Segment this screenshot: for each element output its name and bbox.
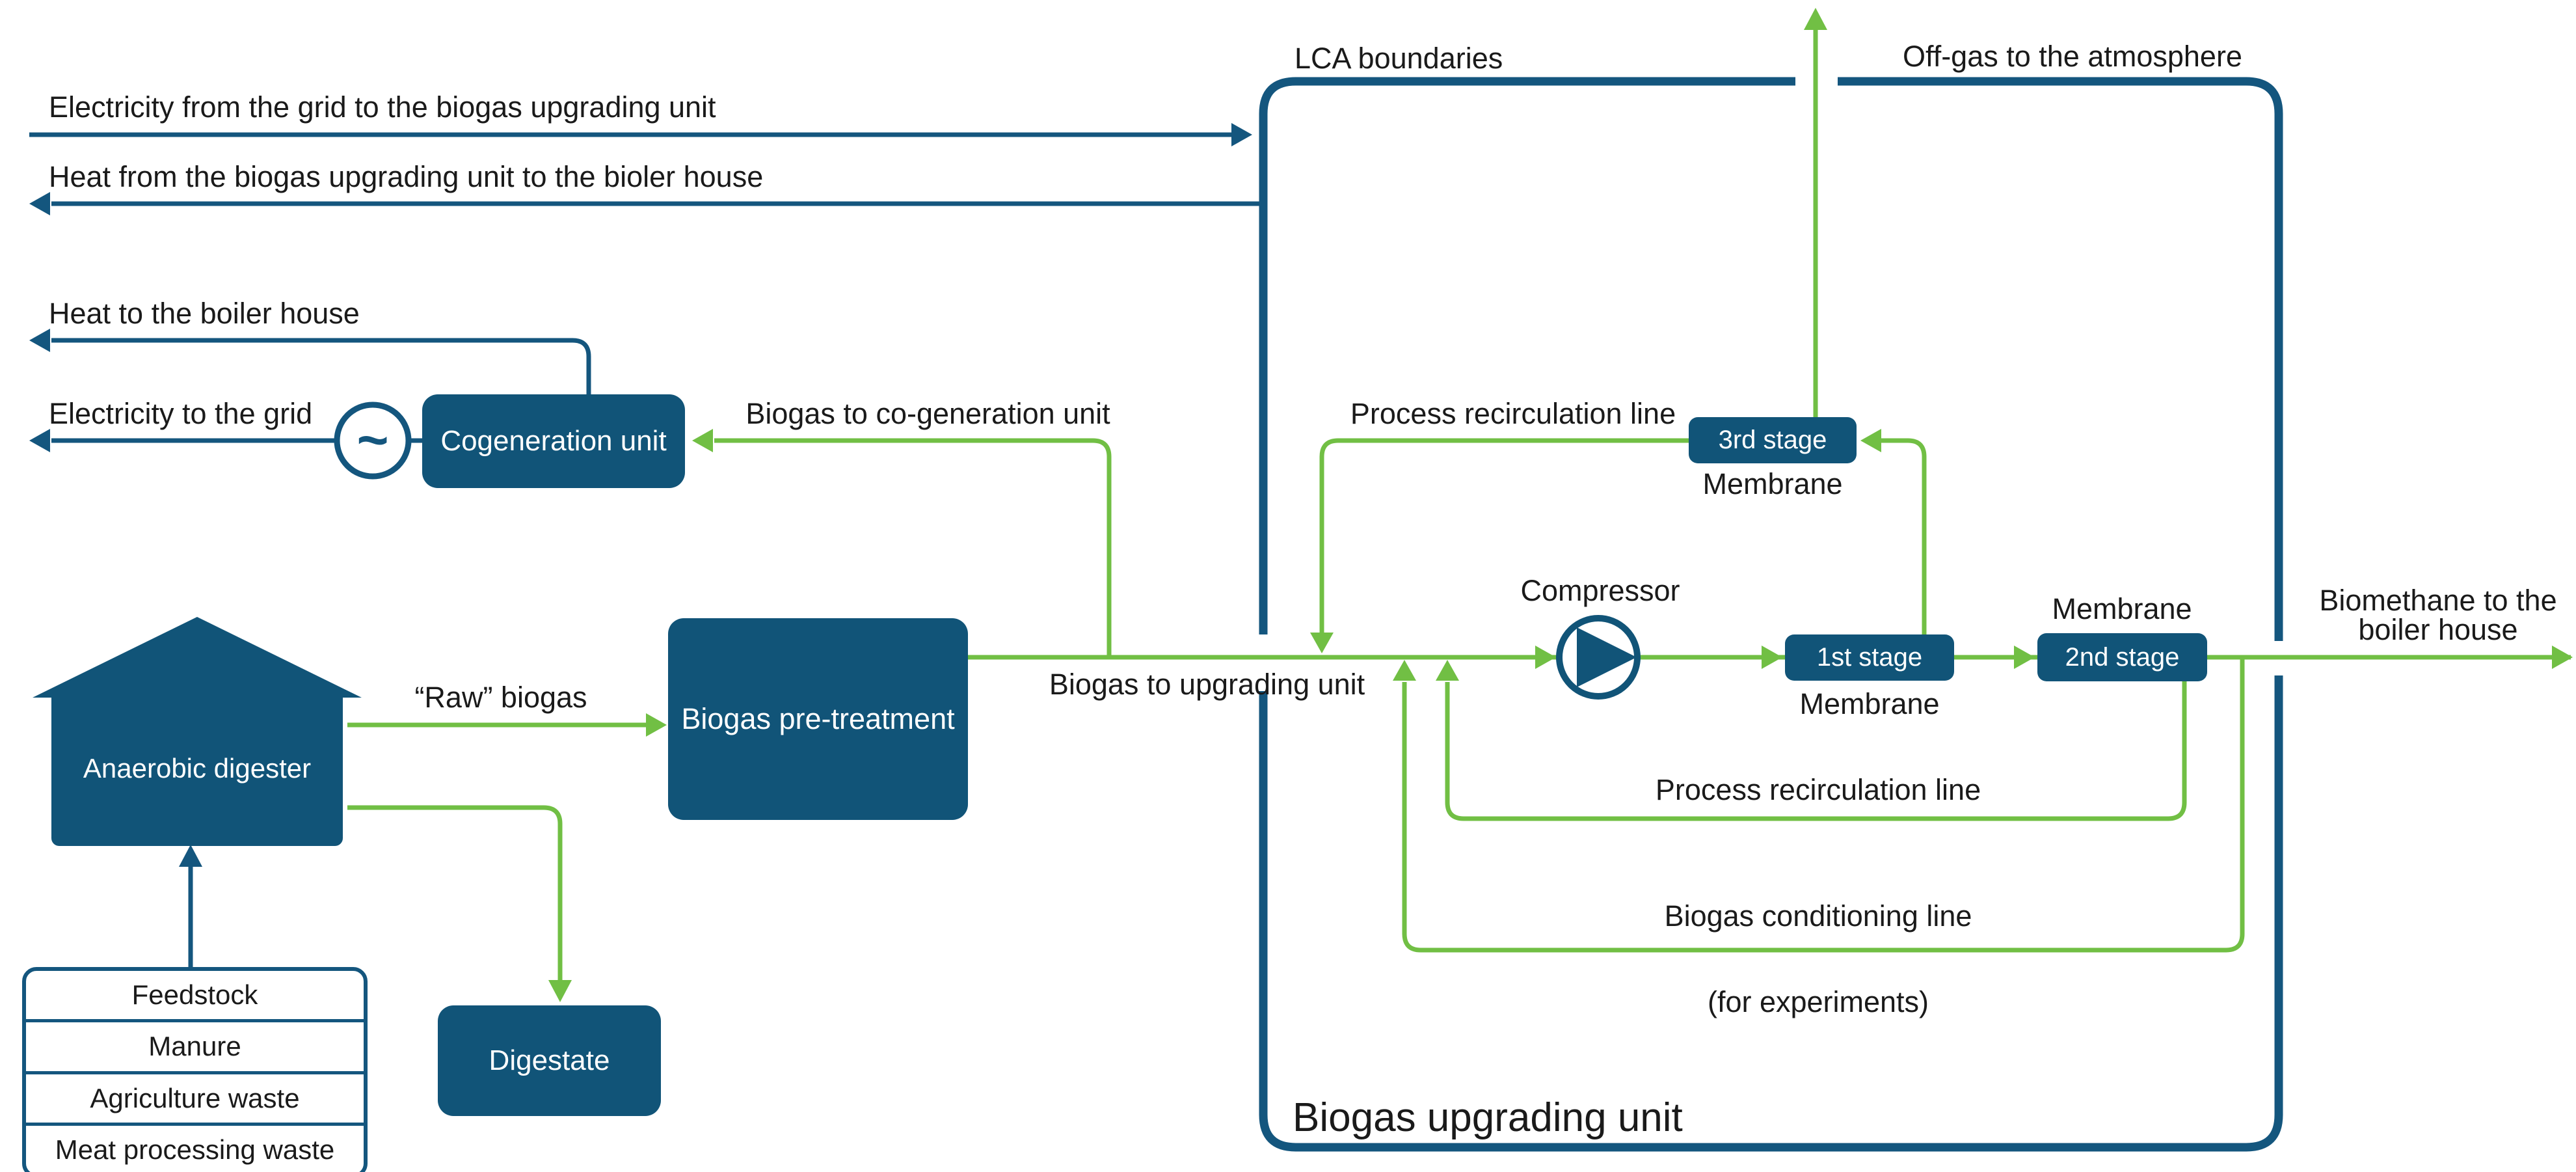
- lca-boundary-top-right: [1838, 77, 2283, 641]
- arrow-right-icon: [1535, 646, 1556, 669]
- arrow-down-icon: [1310, 633, 1334, 653]
- arrow-right-icon: [2552, 646, 2573, 669]
- node-membrane-stage2: 2nd stage: [2037, 633, 2207, 681]
- arrow-right-icon: [1231, 123, 1252, 146]
- arrow-up-icon: [1436, 660, 1459, 681]
- stage3-label: 3rd stage: [1718, 426, 1827, 454]
- arrow-left-icon: [29, 429, 50, 452]
- arrow-left-icon: [692, 429, 713, 452]
- lca-boundary-bottom: [1259, 675, 2283, 1152]
- green-flow-lines: [347, 29, 2571, 981]
- stage1-to-stage3-line: [1868, 438, 1927, 634]
- generator-symbol: ~: [356, 409, 389, 470]
- arrow-left-icon: [29, 192, 50, 215]
- label-biogas-to-cogen: Biogas to co-generation unit: [745, 397, 1110, 430]
- node-cogeneration-unit: Cogeneration unit: [422, 394, 685, 488]
- arrow-right-icon: [1762, 646, 1782, 669]
- label-electricity-in: Electricity from the grid to the biogas …: [49, 90, 716, 124]
- label-recirculation-top: Process recirculation line: [1350, 397, 1676, 430]
- digestate-line: [347, 805, 563, 981]
- feedstock-row: Agriculture waste: [26, 1070, 364, 1123]
- node-biogas-pretreatment-label: Biogas pre-treatment: [681, 702, 955, 735]
- compressor-triangle: [1577, 627, 1637, 687]
- label-biogas-to-upgrading: Biogas to upgrading unit: [1049, 668, 1365, 701]
- label-compressor: Compressor: [1520, 574, 1680, 607]
- feedstock-row: Meat processing waste: [26, 1122, 364, 1172]
- lca-boundary-top-left: [1259, 77, 1795, 634]
- label-electricity-to-grid: Electricity to the grid: [49, 397, 313, 430]
- feedstock-row: Manure: [26, 1019, 364, 1070]
- node-anaerobic-digester: Anaerobic digester: [51, 691, 343, 846]
- node-anaerobic-digester-label: Anaerobic digester: [83, 753, 312, 784]
- node-cogeneration-unit-label: Cogeneration unit: [440, 425, 667, 457]
- label-conditioning-note: (for experiments): [1707, 985, 1929, 1018]
- heat-to-boiler-line: [51, 338, 591, 394]
- digester-roof-icon: [33, 617, 362, 698]
- generator-icon: [334, 402, 412, 480]
- label-membrane-stage2: Membrane: [2052, 592, 2192, 625]
- label-conditioning: Biogas conditioning line: [1664, 899, 1972, 933]
- label-heat-to-boiler: Heat to the boiler house: [49, 297, 360, 330]
- stage1-label: 1st stage: [1816, 643, 1923, 672]
- label-membrane-stage1: Membrane: [1799, 687, 1940, 720]
- blue-arrowheads: [29, 123, 1252, 867]
- stage2-label: 2nd stage: [2065, 642, 2180, 672]
- node-digestate: Digestate: [438, 1005, 661, 1116]
- label-biomethane: Biomethane to the boiler house: [2319, 584, 2557, 646]
- biogas-to-cogen-line: [714, 438, 1112, 657]
- compressor-icon: [1556, 615, 1641, 700]
- arrow-down-icon: [548, 980, 572, 1002]
- label-raw-biogas: “Raw” biogas: [414, 681, 587, 714]
- feedstock-table: Feedstock Manure Agriculture waste Meat …: [22, 967, 368, 1172]
- arrow-up-icon: [179, 845, 202, 867]
- label-membrane-stage3: Membrane: [1702, 467, 1843, 500]
- arrow-right-icon: [2014, 646, 2035, 669]
- label-offgas: Off-gas to the atmosphere: [1903, 40, 2242, 73]
- stage3-recirculation-line: [1319, 438, 1689, 634]
- biogas-conditioning-line: [1402, 657, 2245, 953]
- node-membrane-stage3: 3rd stage: [1689, 417, 1857, 463]
- green-arrowheads: [548, 8, 2573, 1002]
- arrow-left-icon: [1860, 429, 1881, 452]
- lca-boundary-box: [1259, 77, 2283, 1152]
- node-biogas-pretreatment: Biogas pre-treatment: [668, 618, 968, 820]
- label-biogas-upgrading-unit: Biogas upgrading unit: [1293, 1095, 1683, 1140]
- blue-flow-lines: [29, 132, 1263, 967]
- node-membrane-stage1: 1st stage: [1785, 634, 1954, 681]
- feedstock-row: Feedstock: [131, 979, 258, 1011]
- process-recirculation-line: [1445, 681, 2187, 821]
- arrow-up-icon: [1393, 660, 1416, 681]
- label-heat-out: Heat from the biogas upgrading unit to t…: [49, 160, 764, 193]
- label-lca-boundaries: LCA boundaries: [1295, 42, 1503, 75]
- node-digestate-label: Digestate: [489, 1044, 610, 1076]
- arrow-left-icon: [29, 329, 50, 352]
- arrow-right-icon: [646, 713, 667, 737]
- arrow-up-icon: [1804, 8, 1827, 30]
- label-recirculation-bottom: Process recirculation line: [1655, 773, 1981, 806]
